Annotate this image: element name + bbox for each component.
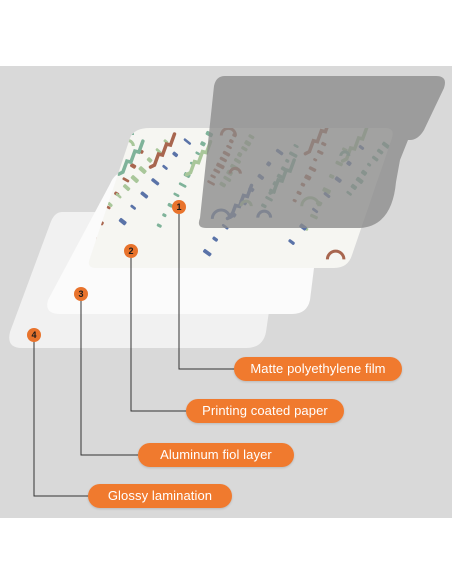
pattern-dash xyxy=(73,192,79,198)
matte-polyethylene-film-sheet xyxy=(198,76,445,228)
pattern-zigzag xyxy=(117,139,145,176)
pattern-dash xyxy=(109,155,116,162)
pattern-dash xyxy=(88,168,92,175)
leader-lines xyxy=(33,214,236,497)
pattern-dash xyxy=(115,149,124,157)
pattern-dash xyxy=(88,159,95,164)
pattern-dash xyxy=(183,138,192,145)
pattern-dash xyxy=(129,163,137,169)
layer-2-badge: 2 xyxy=(124,244,138,258)
pattern-dash xyxy=(107,201,113,208)
pattern-dash xyxy=(195,151,200,156)
pattern-dash xyxy=(79,177,84,182)
pattern-dash xyxy=(212,236,219,242)
pattern-dash xyxy=(93,150,102,157)
pattern-dash xyxy=(130,175,139,184)
pattern-zigzag xyxy=(148,132,177,169)
pattern-dash xyxy=(151,178,160,186)
pattern-arc xyxy=(118,128,134,136)
pattern-dash xyxy=(98,141,105,147)
pattern-dash xyxy=(118,217,127,226)
pattern-dash xyxy=(156,223,162,228)
pattern-dash xyxy=(202,248,212,257)
pattern-dash xyxy=(130,204,137,210)
pattern-dash xyxy=(288,239,295,245)
layer-2-label: Printing coated paper xyxy=(186,399,344,423)
layer-1-label: Matte polyethylene film xyxy=(234,357,402,381)
pattern-arc xyxy=(325,249,346,260)
pattern-dash xyxy=(138,166,147,174)
pattern-dash xyxy=(122,184,131,192)
pattern-dash xyxy=(146,157,153,163)
leader-line-1 xyxy=(178,214,236,370)
leader-line-4 xyxy=(33,341,90,497)
pattern-dash xyxy=(162,164,168,170)
layer-4-badge: 4 xyxy=(27,328,41,342)
pattern-dash xyxy=(173,192,180,198)
layer-4-label: Glossy lamination xyxy=(88,484,232,508)
pattern-dash xyxy=(66,203,73,208)
pattern-dash xyxy=(78,186,84,192)
layer-1-badge: 1 xyxy=(172,200,186,214)
pattern-dash xyxy=(91,174,97,180)
pattern-dash xyxy=(70,194,76,199)
pattern-dash xyxy=(172,151,179,158)
leader-line-2 xyxy=(130,257,187,412)
pattern-dash xyxy=(140,191,149,199)
pattern-dash xyxy=(122,177,130,183)
layer-3-badge: 3 xyxy=(74,287,88,301)
pattern-dash xyxy=(162,213,167,218)
pattern-dash xyxy=(178,182,187,188)
pattern-dash xyxy=(103,161,110,169)
pattern-dash xyxy=(115,193,122,199)
layer-3-label: Aluminum fiol layer xyxy=(138,443,294,467)
pattern-dash xyxy=(167,202,174,208)
pattern-dash xyxy=(106,205,111,210)
leader-line-3 xyxy=(80,300,138,456)
pattern-dash xyxy=(74,185,80,191)
pattern-dash xyxy=(88,180,92,187)
pattern-dash xyxy=(200,141,206,147)
pattern-zigzag xyxy=(184,139,213,177)
pattern-dash xyxy=(96,167,103,174)
